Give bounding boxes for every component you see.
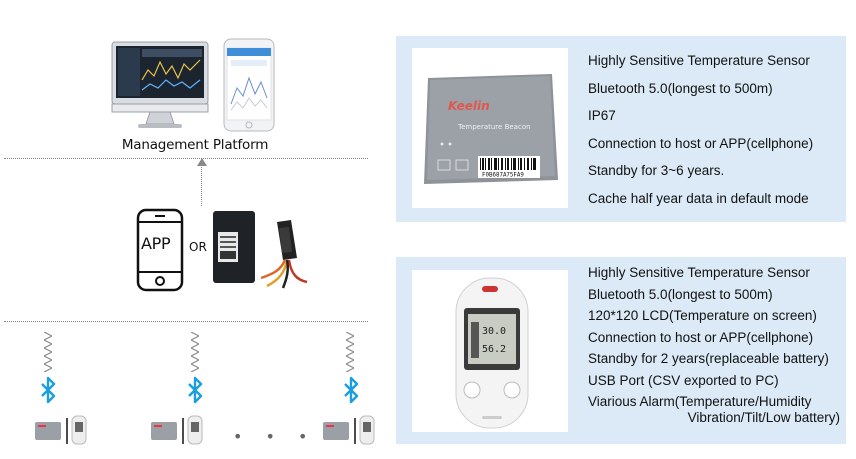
beacon-feature-list: Highly Sensitive Temperature Sensor Blue… xyxy=(588,52,813,217)
beacon-product-image: Keelin Temperature Beacon F0B687A75FA9 xyxy=(412,48,568,208)
feature-item-continuation: Vibration/Tilt/Low battery) xyxy=(687,409,840,425)
sensor-pair-icon xyxy=(323,415,375,445)
sensor-pair-icon xyxy=(35,415,87,445)
lcd-sensor-product-image: 30.0 56.2 xyxy=(412,270,568,432)
lcd-sensor-feature-list: Highly Sensitive Temperature Sensor Blue… xyxy=(588,264,840,430)
signal-chain-2 xyxy=(191,332,199,372)
feature-item: Highly Sensitive Temperature Sensor xyxy=(588,53,810,68)
signal-chain-1 xyxy=(44,332,52,372)
feature-item: Bluetooth 5.0(longest to 500m) xyxy=(588,286,773,302)
temperature-beacon-panel: Keelin Temperature Beacon F0B687A75FA9 H… xyxy=(396,36,846,222)
feature-item: IP67 xyxy=(588,108,616,123)
lcd-humidity-text: 56.2 xyxy=(482,344,506,355)
connector-line xyxy=(201,162,202,206)
smartphone-app-icon xyxy=(223,38,275,132)
management-platform-label: Management Platform xyxy=(121,137,269,153)
feature-item: 120*120 LCD(Temperature on screen) xyxy=(588,308,817,323)
feature-item: USB Port (CSV exported to PC) xyxy=(588,372,779,388)
beacon-subtitle-text: Temperature Beacon xyxy=(457,123,531,131)
lcd-temperature-text: 30.0 xyxy=(482,326,506,337)
management-platform: Management Platform xyxy=(95,38,305,168)
beacon-id-text: F0B687A75FA9 xyxy=(482,173,524,179)
feature-item: Connection to host or APP(cellphone) xyxy=(588,329,814,345)
divider-bottom xyxy=(4,321,368,322)
signal-chain-3 xyxy=(346,332,354,372)
feature-item: Viarious Alarm(Temperature/Humidity xyxy=(588,394,812,409)
phone-outline-icon xyxy=(136,208,184,292)
desktop-monitor-icon xyxy=(111,41,209,128)
beacon-brand-text: Keelin xyxy=(448,99,490,113)
bluetooth-icon xyxy=(344,376,359,404)
more-devices-ellipsis: • • • xyxy=(233,427,317,446)
sensor-pair-icon xyxy=(151,415,203,445)
lcd-sensor-panel: 30.0 56.2 Highly Sensitive Temperature S… xyxy=(396,257,846,444)
feature-item: Connection to host or APP(cellphone) xyxy=(588,135,814,151)
feature-item: Cache half year data in default mode xyxy=(588,190,809,206)
bluetooth-icon xyxy=(41,376,56,404)
gps-tracker-icon xyxy=(260,220,308,289)
bluetooth-icon xyxy=(188,376,203,404)
feature-item: Standby for 3~6 years. xyxy=(588,163,725,178)
feature-item: Bluetooth 5.0(longest to 500m) xyxy=(588,80,773,96)
gateway-device-icon xyxy=(213,211,255,283)
app-label: APP xyxy=(141,234,171,253)
arrow-up-icon xyxy=(197,158,207,166)
feature-item: Highly Sensitive Temperature Sensor xyxy=(588,265,810,280)
or-label: OR xyxy=(189,240,207,254)
feature-item: Standby for 2 years(replaceable battery) xyxy=(588,351,829,366)
divider-top xyxy=(4,158,368,159)
